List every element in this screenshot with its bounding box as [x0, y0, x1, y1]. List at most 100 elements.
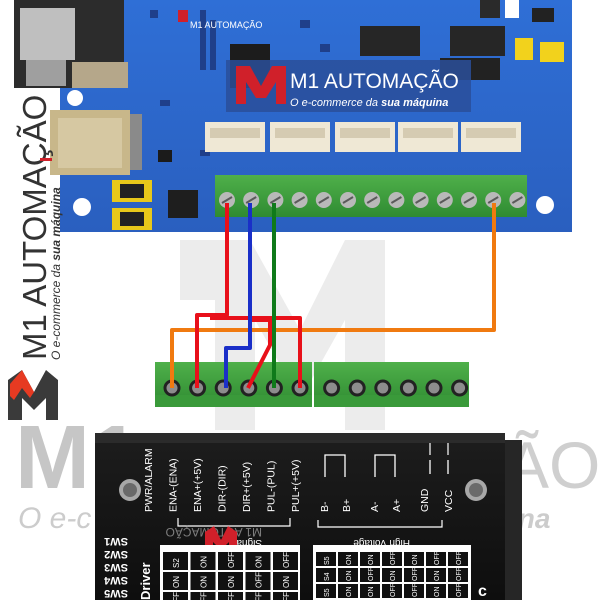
board-brand-name: M1 AUTOMAÇÃO	[290, 69, 459, 93]
capacitor	[540, 42, 564, 62]
switch-cell	[316, 568, 336, 582]
sw-label: SW2	[104, 548, 128, 560]
switch-cell	[245, 552, 271, 570]
switch-cell-text: S4	[324, 572, 331, 581]
ic-chip	[360, 26, 420, 56]
capacitor	[515, 38, 533, 60]
switch-cell-text: S2	[172, 558, 181, 568]
signal-pin-label: PUL+(+5V)	[290, 459, 302, 512]
switch-cell-text: ON	[200, 576, 209, 588]
switch-cell-text: S5	[324, 588, 331, 597]
switch-cell-text: OFF	[456, 551, 463, 565]
switch-cell-text: ON	[255, 556, 264, 568]
board-tagline: O e-commerce da sua máquina	[290, 97, 448, 109]
sw-label: SW5	[104, 587, 128, 599]
screw-slot	[318, 196, 330, 204]
switch-cell-text: OFF	[255, 592, 264, 600]
sw-label: SW3	[104, 561, 128, 573]
switch-cell-text: ON	[390, 571, 397, 582]
coil-symbols	[324, 454, 449, 477]
signal-label: Signal	[234, 537, 262, 548]
board-logo: M1 AUTOMAÇÃO O e-commerce da sua máquina…	[178, 10, 471, 112]
signal-pin-label: ENA+(+5V)	[192, 458, 204, 512]
switch-cell-text: ON	[434, 587, 441, 598]
switch-cell	[218, 552, 243, 570]
screw-slot	[390, 196, 402, 204]
signal-pin-label: DIR-(DIR)	[217, 465, 229, 512]
power-pin-label: VCC	[443, 489, 455, 512]
terminal-screw-head	[402, 382, 414, 394]
board-terminal-block	[215, 175, 527, 217]
switch-cell	[448, 568, 468, 582]
switch-cell	[316, 552, 336, 566]
switch-cell-text: OFF	[255, 572, 264, 588]
wire-red-pul	[210, 316, 302, 388]
terminal-screw-head	[377, 382, 389, 394]
switch-cell	[382, 584, 402, 598]
switch-cell-text: ON	[368, 555, 375, 566]
switch-cell-text: OFF	[200, 592, 209, 600]
white-connector-row	[205, 122, 521, 152]
switch-cell	[404, 568, 424, 582]
terminal-screw-head	[428, 382, 440, 394]
switch-cell	[448, 552, 468, 566]
switch-cell-text: S5	[324, 556, 331, 565]
vertical-brand-name: M1 AUTOMAÇÃO	[16, 95, 53, 360]
mount-hole	[73, 198, 91, 216]
power-pin-label: B-	[319, 501, 331, 512]
sw-label: SW1	[104, 535, 128, 547]
switch-cell	[338, 552, 358, 566]
switch-cell-text: OFF	[390, 551, 397, 565]
switch-cell-text: OFF	[390, 583, 397, 597]
screw-slot	[342, 196, 354, 204]
switch-cell	[426, 584, 446, 598]
high-voltage-label: High Voltage	[353, 537, 410, 548]
wire-blue	[224, 203, 252, 388]
switch-cell	[218, 572, 243, 590]
switch-cell	[163, 592, 188, 600]
power-pin-label: B+	[341, 499, 353, 512]
switch-cell-text: OFF	[282, 552, 291, 568]
screw-slot	[463, 196, 475, 204]
switch-cell-text: ON	[200, 556, 209, 568]
wire-red-ena	[195, 203, 229, 388]
signal-pin-label: ENA-(ENA)	[168, 458, 180, 512]
screw-slot	[415, 196, 427, 204]
signal-wires	[170, 203, 496, 389]
driver-mount-screws	[119, 479, 487, 501]
switch-cell-text: ON	[346, 571, 353, 582]
screw-slot	[294, 196, 306, 204]
switch-cell	[316, 584, 336, 598]
screw-slot	[245, 196, 257, 204]
switch-cell	[338, 568, 358, 582]
switch-cell-text: OFF	[172, 592, 181, 600]
switch-cell	[360, 584, 380, 598]
switch-cell	[448, 584, 468, 598]
switch-cell-text: OFF	[227, 592, 236, 600]
switch-cell-text: OFF	[412, 583, 419, 597]
switch-cell-text: OFF	[368, 567, 375, 581]
terminal-screw-head	[326, 382, 338, 394]
switch-cell	[404, 584, 424, 598]
power-pin-label: A-	[369, 501, 381, 512]
screw-slot	[366, 196, 378, 204]
switch-cell	[426, 552, 446, 566]
corner-glyph: c	[478, 583, 487, 600]
switch-cell-text: ON	[172, 576, 181, 588]
mount-hole	[67, 90, 83, 106]
driver-terminal-block	[155, 362, 469, 407]
switch-cell-text: ON	[346, 587, 353, 598]
signal-pin-label: DIR+(+5V)	[241, 462, 253, 512]
switch-cell	[163, 572, 188, 590]
switch-cell	[245, 572, 271, 590]
smd-parts	[150, 10, 330, 162]
switch-cell	[360, 568, 380, 582]
screw-slot	[221, 196, 233, 204]
switch-cell-text: ON	[412, 555, 419, 566]
switch-cell	[426, 568, 446, 582]
switch-cell-text: OFF	[412, 567, 419, 581]
switch-cell	[360, 552, 380, 566]
